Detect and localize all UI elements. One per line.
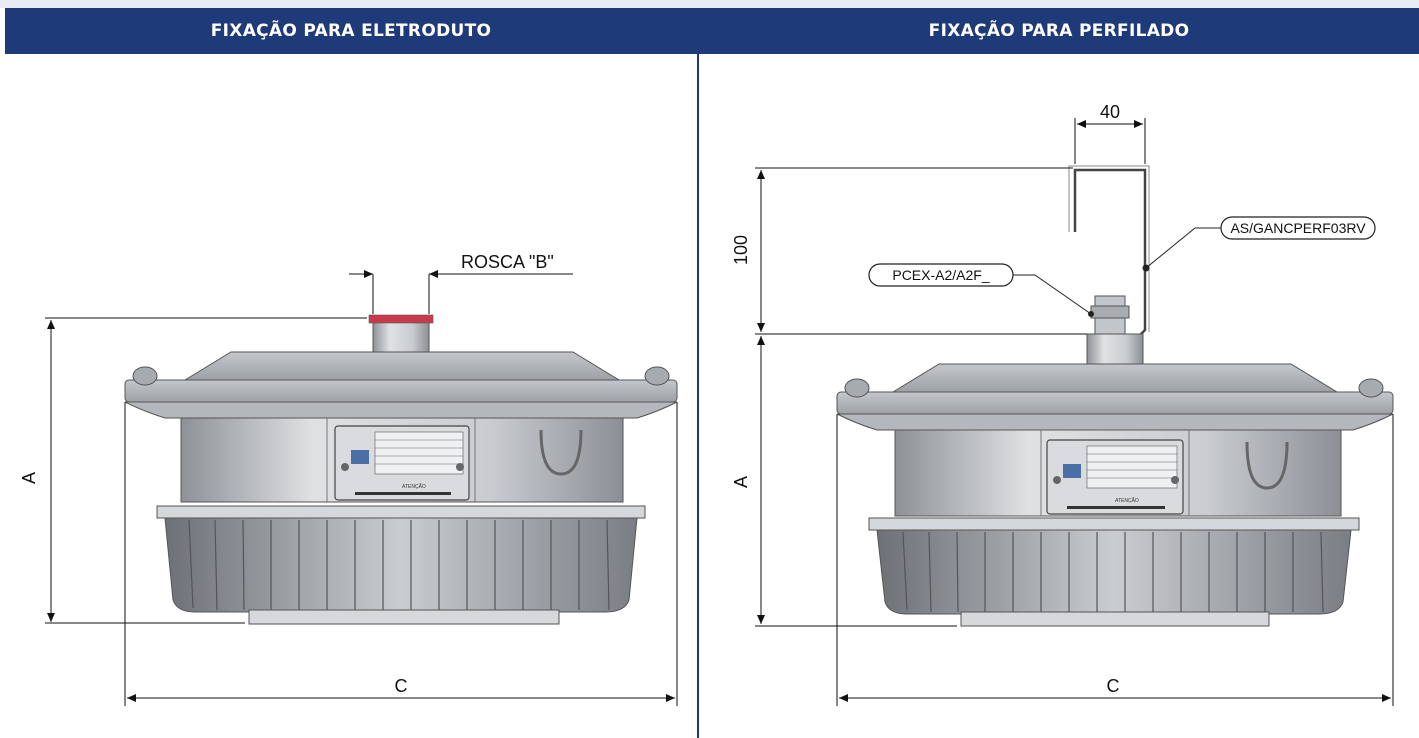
panel-eletroduto: FIXAÇÃO PARA ELETRODUTO (5, 8, 699, 738)
dimension-lines (45, 270, 678, 706)
bracket-height-label: 100 (731, 235, 751, 265)
height-label: A (19, 472, 39, 484)
top-strip (0, 0, 1419, 8)
nameplate-caption: ATENÇÃO (1115, 497, 1139, 504)
luminaire-drawing: ATENÇÃO (124, 314, 678, 625)
height-label: A (731, 476, 751, 488)
panel-header-eletroduto: FIXAÇÃO PARA ELETRODUTO (5, 8, 697, 54)
thread-label: ROSCA "B" (461, 252, 554, 272)
callout-bracket: AS/GANCPERF03RV (1230, 220, 1366, 236)
dimension-lines (755, 118, 1394, 706)
width-label: C (395, 676, 408, 696)
width-label: C (1107, 676, 1120, 696)
bracket-width-label: 40 (1100, 102, 1120, 122)
nameplate-caption: ATENÇÃO (402, 483, 426, 490)
drawing-perfilado: ATENÇÃO (731, 102, 1394, 706)
callouts (868, 216, 1376, 317)
panel-header-perfilado: FIXAÇÃO PARA PERFILADO (699, 8, 1419, 54)
callout-gland: PCEX-A2/A2F_ (892, 267, 989, 283)
luminaire-drawing: ATENÇÃO (836, 295, 1394, 627)
drawing-eletroduto: ATENÇÃO (19, 252, 678, 706)
panel-perfilado: FIXAÇÃO PARA PERFILADO (699, 8, 1419, 738)
